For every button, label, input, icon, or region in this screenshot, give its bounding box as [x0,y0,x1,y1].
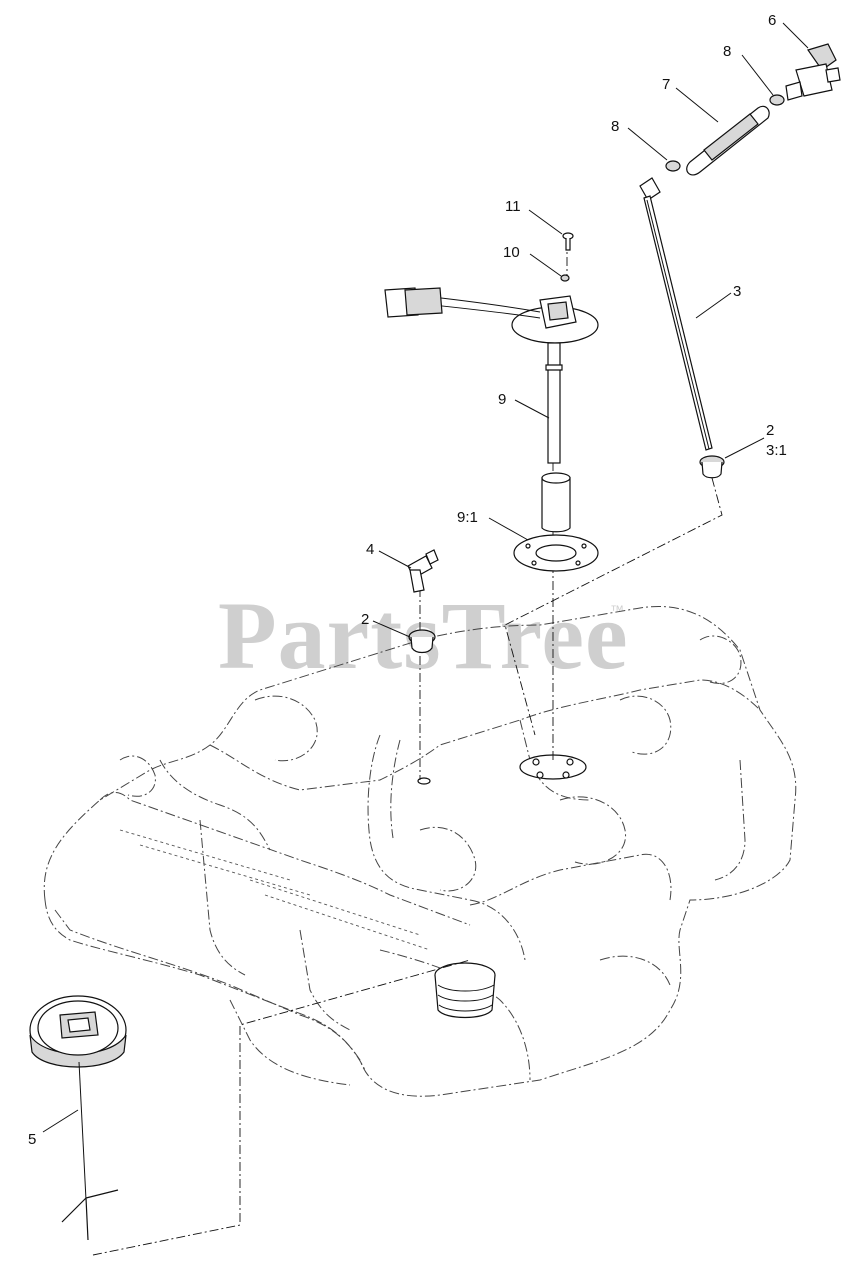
part-3-pickup-tube [639,177,713,451]
callout-6: 6 [768,12,776,29]
callout-2-upper: 2 [766,422,774,439]
part-8-clamp-upper [769,94,785,106]
callout-10: 10 [503,244,520,261]
callout-2-lower: 2 [361,611,369,628]
part-9-1-sender-gasket [513,534,599,572]
alignment-line-cap [92,959,471,1256]
part-9-fuel-sender [384,287,599,533]
callout-3-1: 3:1 [766,442,787,459]
part-10-washer [560,274,570,282]
tank-filler-neck [434,962,496,1019]
part-2-grommet-upper [699,455,725,479]
part-7-fuel-filter [686,105,770,176]
callout-leaders [42,22,809,1133]
callout-11: 11 [505,198,521,215]
part-8-clamp-lower [665,160,681,172]
callout-4: 4 [366,541,374,558]
part-4-elbow-fitting [407,549,439,593]
tank-grommet-hole [417,777,431,785]
callout-7: 7 [662,76,670,93]
callout-9-1: 9:1 [457,509,478,526]
callout-labels: 6 8 7 8 11 10 3 9 2 3:1 9:1 4 2 5 [28,12,787,1148]
watermark-trademark: ™ [610,602,624,618]
part-2-grommet-lower [408,629,436,654]
part-5-fuel-cap [29,995,127,1241]
callout-9: 9 [498,391,506,408]
alignment-line-pickup [504,477,723,736]
part-11-screw [562,232,574,251]
callout-8-upper: 8 [723,43,731,60]
fuel-tank [43,606,797,1097]
callout-5: 5 [28,1131,36,1148]
part-6-fuel-valve [785,43,841,101]
callout-8-lower: 8 [611,118,619,135]
callout-3: 3 [733,283,741,300]
